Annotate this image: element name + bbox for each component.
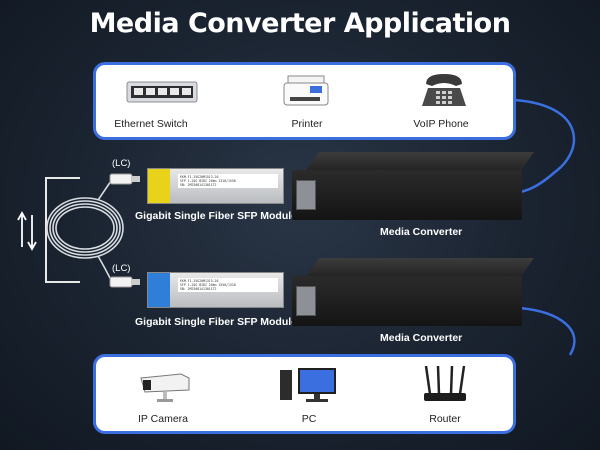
converter-label-bottom: Media Converter [380,332,463,344]
converter-label-top: Media Converter [380,226,463,238]
sfp-label-top: Gigabit Single Fiber SFP Modules [135,210,303,222]
voip-phone-label: VoIP Phone [413,118,469,130]
router-label: Router [429,413,461,425]
sfp-top-accent [148,169,170,203]
printer-label: Printer [291,118,323,130]
printer-icon [283,75,329,106]
converter-top-port-icon [296,180,316,210]
sfp-module-bottom: EKM-F1.25G20M1315-20 SFP 1.25G BIDI 20km… [147,272,284,308]
bidirectional-arrows-icon [17,211,37,251]
voip-phone-icon [422,74,466,106]
pc-label: PC [301,413,317,425]
ethernet-switch-icon [126,81,198,103]
router-icon [424,365,466,401]
page-title: Media Converter Application [89,8,511,39]
converter-top-lid [305,152,535,172]
ip-camera-icon [140,373,190,402]
sfp-bottom-line-2: SFP 1.25G BIDI 20km 1550/1310 [180,283,236,287]
ethernet-switch-label: Ethernet Switch [114,118,188,130]
media-converter-bottom [292,276,522,326]
sfp-label-bottom: Gigabit Single Fiber SFP Modules [135,316,303,328]
sfp-top-sticker: EKM-F1.25G20M1513-20 SFP 1.25G BIDI 20km… [178,174,278,188]
media-converter-top [292,170,522,220]
sfp-bottom-accent [148,273,170,307]
lc-connector-top-icon [109,173,140,185]
converter-bottom-port-icon [296,286,316,316]
pc-icon [280,368,336,402]
lc-label-bottom: (LC) [112,263,131,274]
sfp-module-top: EKM-F1.25G20M1513-20 SFP 1.25G BIDI 20km… [147,168,284,204]
lc-connector-bottom-icon [109,276,140,288]
fiber-bracket [45,177,80,283]
sfp-bottom-line-1: EKM-F1.25G20M1315-20 [180,279,219,283]
converter-bottom-lid [305,258,535,278]
fiber-coil [46,197,124,259]
sfp-bottom-line-3: SN: 2M23081413011T2 [180,287,217,291]
sfp-top-line-2: SFP 1.25G BIDI 20km 1310/1550 [180,179,236,183]
lc-label-top: (LC) [112,158,131,169]
ip-camera-label: IP Camera [138,413,188,425]
sfp-top-line-3: SN: 2M23081413011T2 [180,183,217,187]
top-cable [513,98,576,194]
bottom-cable [519,306,576,356]
sfp-top-line-1: EKM-F1.25G20M1513-20 [180,175,219,179]
sfp-bottom-sticker: EKM-F1.25G20M1315-20 SFP 1.25G BIDI 20km… [178,278,278,292]
